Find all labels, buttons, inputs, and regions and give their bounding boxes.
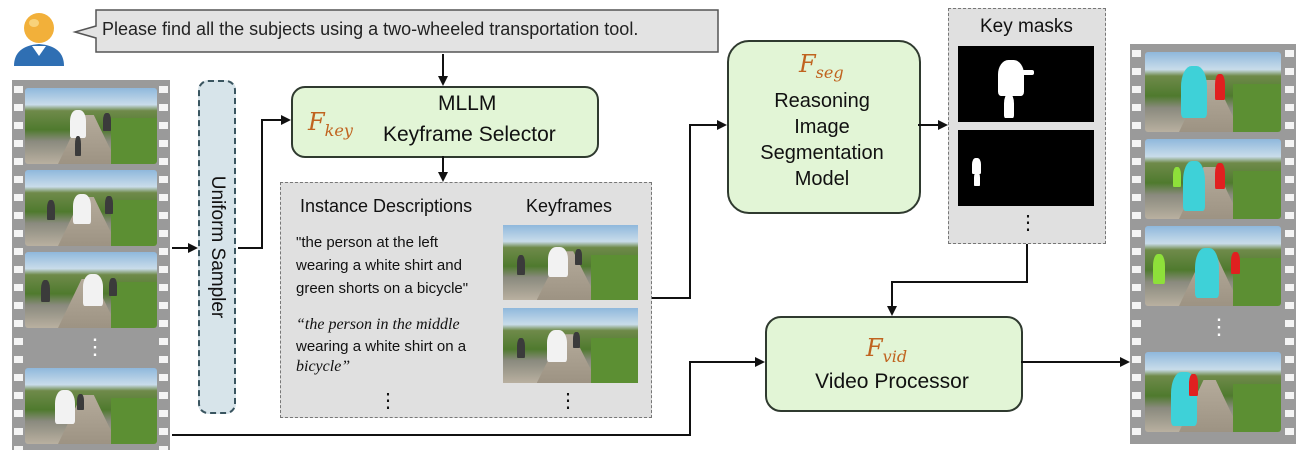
mllm-label: MLLM — [438, 92, 497, 115]
keyframe-selector-box — [291, 86, 599, 158]
keyframe-thumbnail — [503, 308, 638, 383]
key-masks-ellipsis: ⋮ — [1018, 212, 1038, 234]
output-frame — [1145, 52, 1281, 132]
query-callout: Please find all the subjects using a two… — [72, 8, 722, 54]
description-1-line-2: wearing a white shirt and — [296, 257, 462, 274]
description-1-line-3: green shorts on a bicycle" — [296, 280, 469, 297]
segmentation-model-box — [727, 40, 921, 214]
output-frame — [1145, 226, 1281, 306]
f-seg-symbol: Fseg — [799, 50, 844, 82]
descriptions-ellipsis: ⋮ — [378, 390, 398, 412]
description-2-line-1: “the person in the middle — [296, 316, 460, 333]
output-video-strip: ⋮ — [1130, 44, 1296, 444]
query-text: Please find all the subjects using a two… — [102, 19, 639, 39]
output-ellipsis: ⋮ — [1208, 314, 1230, 339]
key-mask-2 — [958, 130, 1094, 206]
input-video-strip: ⋮ — [12, 80, 170, 450]
input-frame — [25, 88, 157, 164]
instance-descriptions-header: Instance Descriptions — [300, 196, 473, 216]
output-frame — [1145, 139, 1281, 219]
input-ellipsis: ⋮ — [84, 334, 106, 359]
keyframes-header: Keyframes — [526, 196, 613, 216]
description-1-line-1: "the person at the left — [296, 234, 439, 251]
f-key-symbol: Fkey — [308, 108, 353, 140]
segmentation-line-1: Reasoning — [774, 90, 870, 112]
segmentation-line-3: Segmentation — [760, 142, 884, 164]
output-frame — [1145, 352, 1281, 432]
input-frame — [25, 170, 157, 246]
key-masks-title: Key masks — [980, 16, 1073, 37]
uniform-sampler-box — [198, 80, 236, 414]
input-frame — [25, 252, 157, 328]
user-icon — [10, 8, 68, 68]
keyframe-selector-label: Keyframe Selector — [383, 123, 556, 146]
f-vid-symbol: Fvid — [866, 334, 908, 366]
video-processor-label: Video Processor — [815, 370, 969, 393]
segmentation-line-4: Model — [794, 168, 850, 190]
keyframes-ellipsis: ⋮ — [558, 390, 578, 412]
video-processor-box — [765, 316, 1023, 412]
keyframe-thumbnail — [503, 225, 638, 300]
segmentation-line-2: Image — [794, 116, 850, 138]
description-2-line-2: wearing a white shirt on a — [296, 338, 467, 355]
key-mask-1 — [958, 46, 1094, 122]
input-frame — [25, 368, 157, 444]
description-2-line-3: bicycle” — [296, 358, 351, 375]
